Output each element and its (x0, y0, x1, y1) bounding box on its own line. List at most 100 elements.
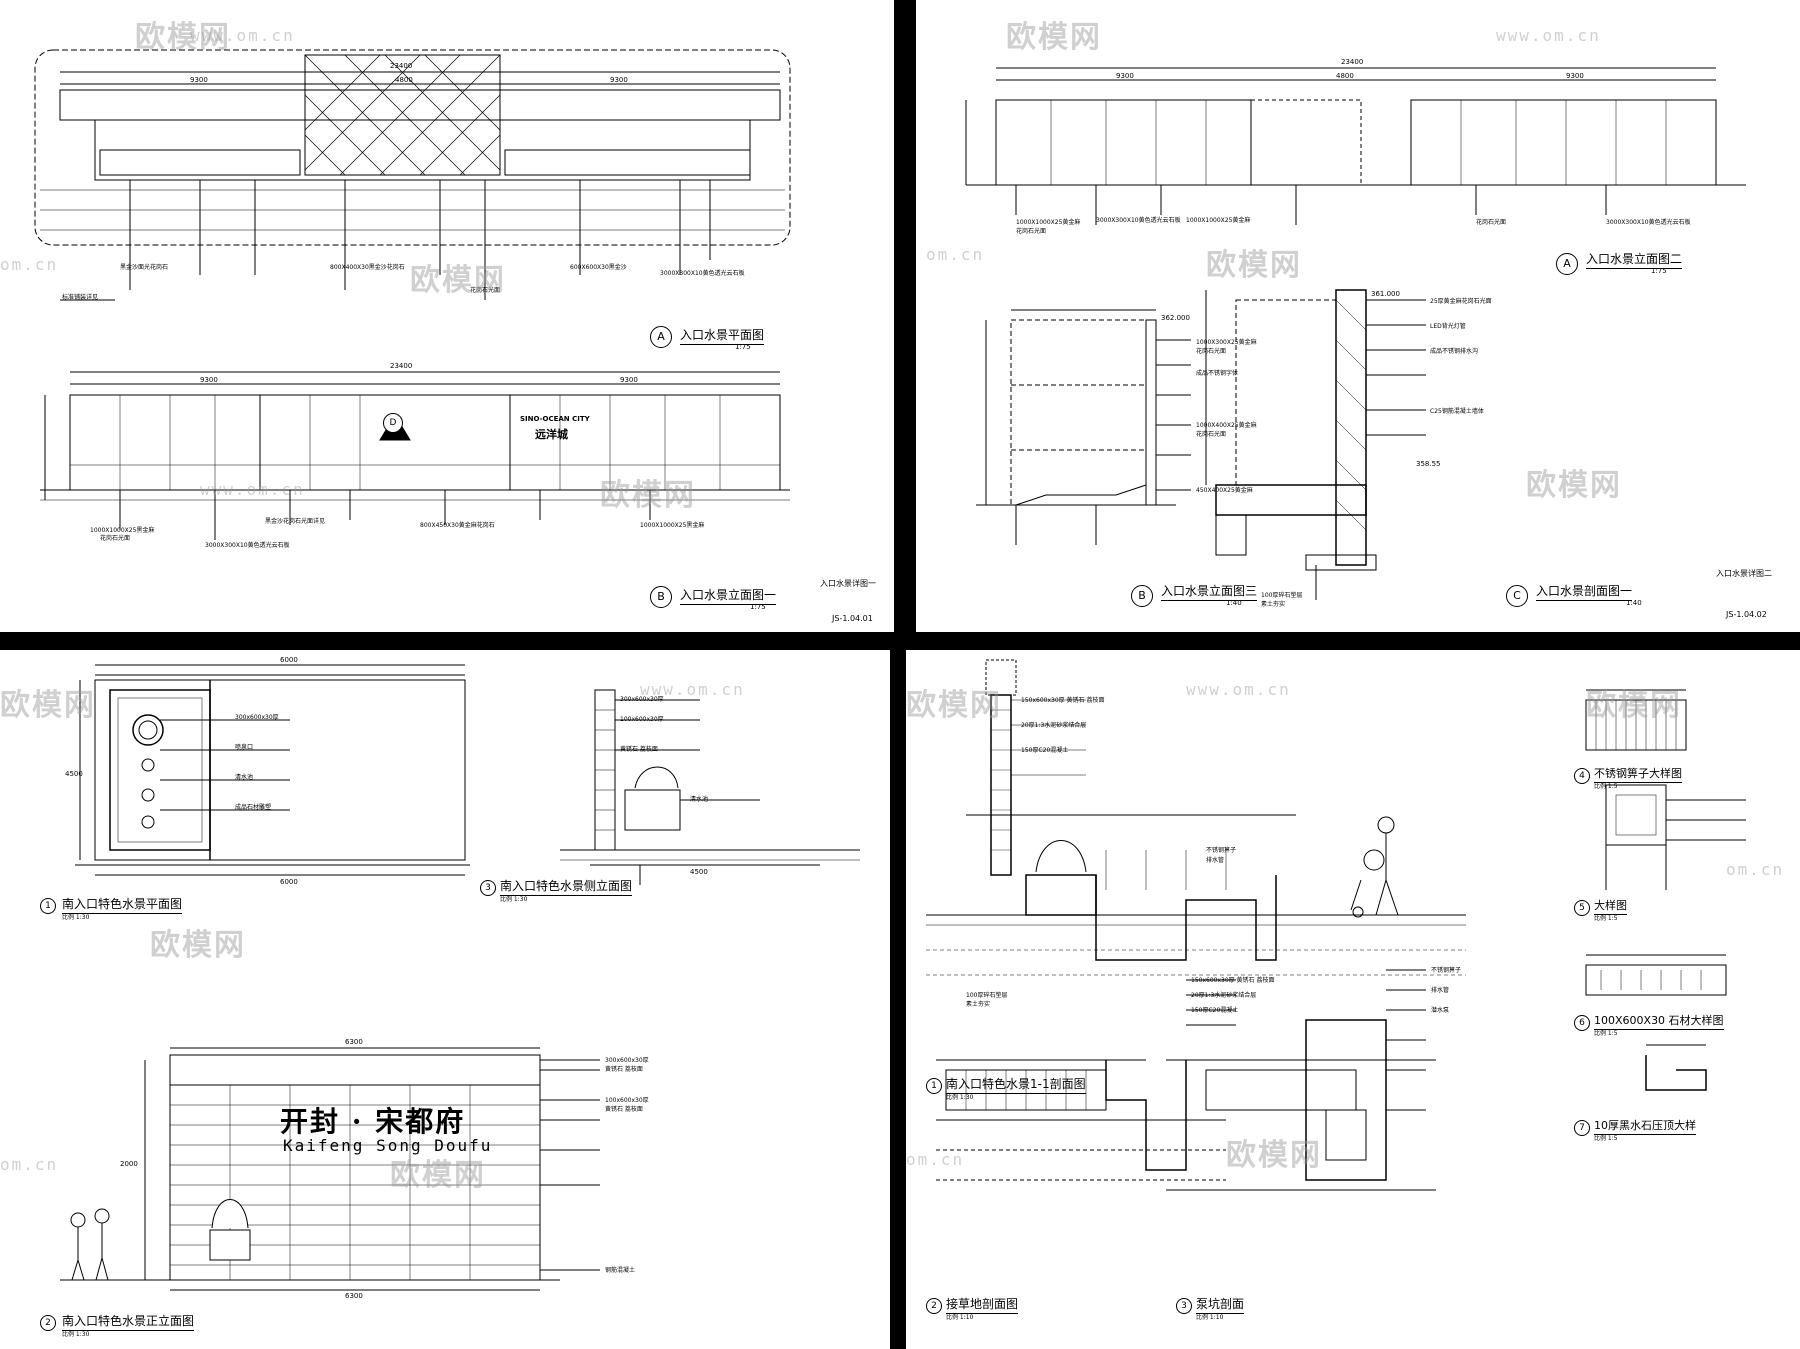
drawing-scale: 1:75 (750, 603, 766, 611)
sign-text: SINO-OCEAN CITY (520, 415, 590, 423)
drawing-title: 南入口特色水景1-1剖面图 (946, 1075, 1086, 1094)
section2-note: 150厚C20混凝土 (1191, 1007, 1239, 1014)
drawing-marker: A (650, 326, 672, 348)
drawing-title: 入口水景立面图三 (1161, 582, 1258, 601)
elev-note: 1000X1000X25黑金麻 (640, 522, 705, 529)
drawing-number: 3 (480, 880, 496, 896)
elev-a-note: 花岗石光面 (1016, 228, 1047, 235)
plan-note: 300x600x30厚 (235, 714, 279, 721)
drawing-sheet-south-entrance: 6000 6000 4500 300x600x30厚 喷泉口 清水池 成品石材雕… (0, 650, 890, 1349)
elev-a-right-dim: 9300 (1566, 72, 1584, 80)
drawing-scale: 1:40 (1226, 599, 1242, 607)
front-height-dim: 2000 (120, 1160, 138, 1168)
plan-note: 600X600X30黑金沙 (570, 264, 627, 271)
side-note: 清水池 (690, 796, 709, 803)
drawing-scale: 比例 1:30 (946, 1094, 974, 1101)
plan-note: 喷泉口 (235, 744, 254, 751)
section-note: 20厚1:3水泥砂浆结合层 (1021, 722, 1087, 729)
sheet-caption: 入口水景详图一 (820, 579, 876, 588)
drawing-title: 入口水景剖面图一 (1536, 582, 1633, 601)
front-bottom-dim: 6300 (345, 1292, 363, 1300)
section-c-note: 100厚碎石垫层 (1261, 592, 1303, 599)
south-entrance-linework (60, 664, 860, 1291)
drawing-title: 入口水景平面图 (680, 326, 765, 345)
plan-note: 黑金沙面光花岗石 (120, 264, 169, 271)
drawing-scale: 1:75 (1651, 267, 1667, 275)
elev-note: 黑金沙花岗石光面详见 (265, 518, 326, 525)
level-mark: 362.000 (1161, 314, 1190, 322)
drawing-title: 接草地剖面图 (946, 1295, 1019, 1314)
drawing-title: 入口水景立面图二 (1586, 250, 1683, 269)
drawing-scale: 比例 1:10 (946, 1314, 974, 1321)
level-mark: 358.55 (1416, 460, 1441, 468)
plan-note: 3000X300X10黄色透光云石板 (660, 270, 745, 277)
elev-a-note: 3000X300X10黄色透光云石板 (1096, 217, 1181, 224)
drawing-title: 南入口特色水景平面图 (62, 895, 183, 914)
sheet-number: JS-1.04.01 (832, 614, 873, 623)
drawing-scale: 比例 1:5 (1594, 1135, 1618, 1142)
section-c-note: 25厚黄金麻花岗石光面 (1430, 298, 1492, 305)
plan-note: 花岗石光面 (470, 287, 501, 294)
sheet-number: JS-1.04.02 (1726, 610, 1767, 619)
plan-bottom-dim: 6000 (280, 878, 298, 886)
drawing-scale: 比例 1:5 (1594, 915, 1618, 922)
elev-b-note: 1000X300X25黄金麻 (1196, 339, 1257, 346)
section3-note: 不锈钢箅子 (1431, 967, 1462, 974)
front-note: 钢筋混凝土 (605, 1267, 636, 1274)
drawing-number: 1 (40, 898, 56, 914)
section-note: 150厚C20混凝土 (1021, 747, 1069, 754)
sign-cn: 远洋城 (535, 428, 568, 441)
elev-a-note: 1000X1000X25黄金麻 (1186, 217, 1251, 224)
elev-a-total-dim: 23400 (1341, 58, 1364, 66)
drawing-sheet-entrance-elevations: 23400 9300 4800 9300 1000X1000X25黄金麻 花岗石… (916, 0, 1800, 632)
elev-b-note: 花岗石光面 (1196, 348, 1227, 355)
section3-note: 潜水泵 (1431, 1007, 1450, 1014)
elev-note: 3000X300X10黄色透光云石板 (205, 542, 290, 549)
plan-total-dim: 23400 (390, 62, 413, 70)
plan-note: 清水池 (235, 774, 254, 781)
elev-right-dim: 9300 (620, 376, 638, 384)
section-c-note: 成品不锈钢排水沟 (1430, 348, 1479, 355)
elev-b-note: 450X400X25黄金麻 (1196, 487, 1253, 494)
drawing-number: 6 (1574, 1015, 1590, 1031)
elev-b-note: 成品不锈钢字体 (1196, 370, 1239, 377)
section-note: 150x600x30厚 黄锈石 荔枝面 (1021, 697, 1105, 704)
side-dim: 4500 (690, 868, 708, 876)
drawing-marker: B (1131, 585, 1153, 607)
sections-details-linework (926, 659, 1746, 1191)
sheet-caption: 入口水景详图二 (1716, 569, 1772, 578)
drawing-scale: 比例 1:5 (1594, 1030, 1618, 1037)
elev-left-dim: 9300 (200, 376, 218, 384)
section-marker-d: D (383, 413, 403, 433)
plan-left-dim: 9300 (190, 76, 208, 84)
elev-a-note: 1000X1000X25黄金麻 (1016, 219, 1081, 226)
drawing-number: 2 (40, 1315, 56, 1331)
drawing-marker: A (1556, 253, 1578, 275)
elev-b-note: 花岗石光面 (1196, 431, 1227, 438)
drawing-scale: 1:75 (735, 343, 751, 351)
section-c-note: C25钢筋混凝土墙体 (1430, 408, 1484, 415)
elevation-section-linework (965, 67, 1746, 600)
side-note: 100x600x30厚 (620, 716, 664, 723)
section-note: 素土夯实 (966, 1001, 991, 1008)
plan-total-dim: 6000 (280, 656, 298, 664)
plan-note: 标准铺装详见 (62, 294, 99, 301)
section-note: 100厚碎石垫层 (966, 992, 1008, 999)
front-note: 黄锈石 荔枝面 (605, 1066, 643, 1073)
section-note: 排水管 (1206, 857, 1225, 864)
elev-note: 1000X1000X25黑金麻 (90, 527, 155, 534)
plan-side-dim: 4500 (65, 770, 83, 778)
drawing-title: 南入口特色水景正立面图 (62, 1312, 195, 1331)
section-note: 不锈钢箅子 (1206, 847, 1237, 854)
drawing-title: 10厚黑水石压顶大样 (1594, 1117, 1696, 1135)
front-note: 黄锈石 荔枝面 (605, 1106, 643, 1113)
drawing-title: 南入口特色水景侧立面图 (500, 877, 633, 896)
drawing-scale: 比例 1:30 (62, 914, 90, 921)
drawing-title: 不锈钢箅子大样图 (1594, 765, 1682, 783)
drawing-sheet-entrance-plan: 23400 9300 9300 4800 黑金沙面光花岗石 800X400X30… (0, 0, 894, 632)
elev-a-note: 3000X300X10黄色透光云石板 (1606, 219, 1691, 226)
sign-en: Kaifeng Song Doufu (283, 1136, 493, 1155)
drawing-scale: 比例 1:5 (1594, 783, 1618, 790)
section-c-note: LED背光灯管 (1430, 323, 1466, 330)
drawing-scale: 比例 1:30 (62, 1331, 90, 1338)
